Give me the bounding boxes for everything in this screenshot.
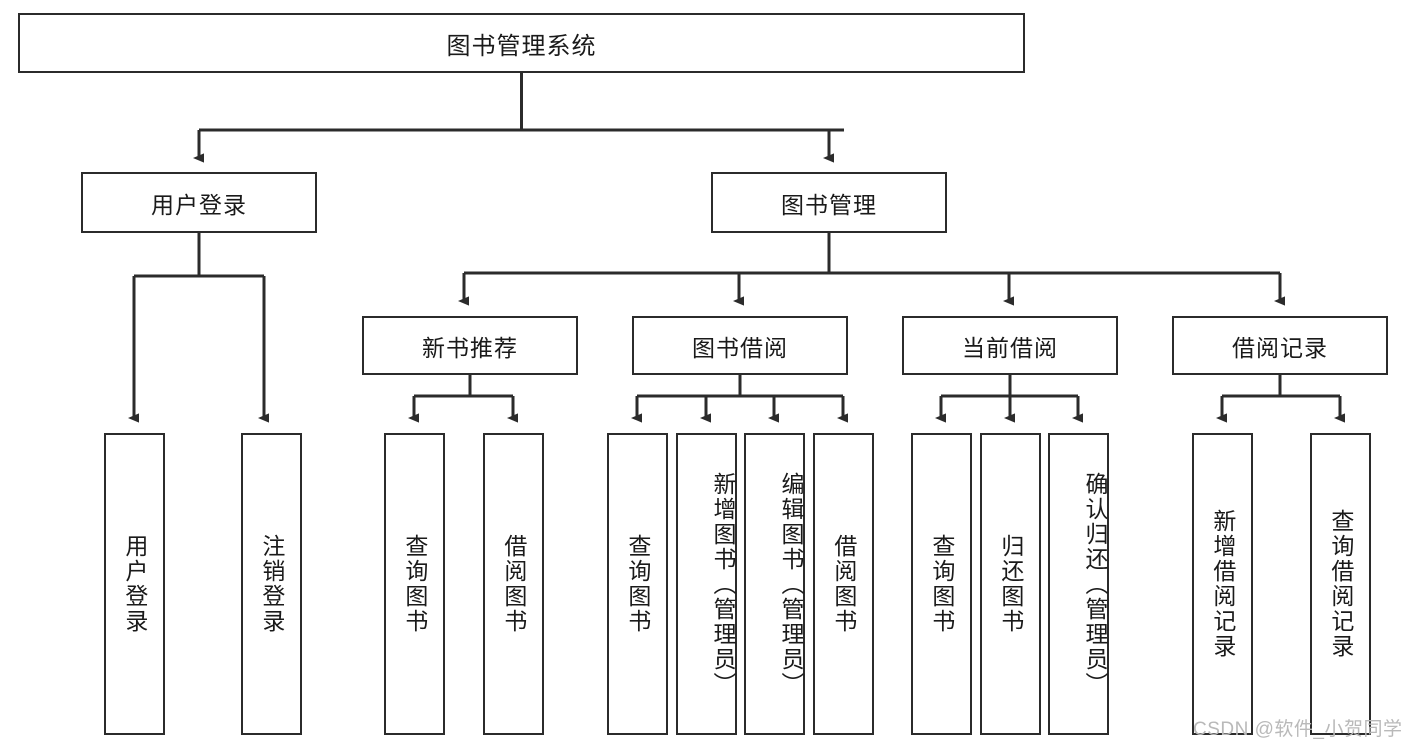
node-label: 借阅图书 xyxy=(500,534,527,634)
node-leaf-query-book-1[interactable]: 查询图书 xyxy=(384,433,445,735)
node-user-login[interactable]: 用户登录 xyxy=(81,172,317,233)
node-label: 编辑图书（管理员） xyxy=(778,471,804,697)
node-label: 查询图书 xyxy=(928,534,955,634)
node-leaf-add-book[interactable]: 新增图书（管理员） xyxy=(676,433,737,735)
node-book-manage[interactable]: 图书管理 xyxy=(711,172,947,233)
node-label: 归还图书 xyxy=(997,534,1024,634)
node-current-borrow[interactable]: 当前借阅 xyxy=(902,316,1118,375)
node-new-book-recommend[interactable]: 新书推荐 xyxy=(362,316,578,375)
node-label: 图书借阅 xyxy=(692,334,788,361)
node-leaf-borrow-book-1[interactable]: 借阅图书 xyxy=(483,433,544,735)
node-label: 查询借阅记录 xyxy=(1327,509,1354,659)
node-leaf-user-login[interactable]: 用户登录 xyxy=(104,433,165,735)
node-leaf-query-record[interactable]: 查询借阅记录 xyxy=(1310,433,1371,735)
node-root-system[interactable]: 图书管理系统 xyxy=(18,13,1025,73)
node-leaf-return-book[interactable]: 归还图书 xyxy=(980,433,1041,735)
node-leaf-edit-book[interactable]: 编辑图书（管理员） xyxy=(744,433,805,735)
node-leaf-add-record[interactable]: 新增借阅记录 xyxy=(1192,433,1253,735)
node-label: 图书管理系统 xyxy=(446,32,597,60)
node-label: 新增图书（管理员） xyxy=(710,471,736,697)
node-label: 当前借阅 xyxy=(962,334,1058,361)
node-leaf-query-book-2[interactable]: 查询图书 xyxy=(607,433,668,735)
node-label: 新书推荐 xyxy=(422,334,518,361)
node-label: 借阅记录 xyxy=(1232,334,1328,361)
csdn-watermark: CSDN @软件_小贺同学 xyxy=(1193,714,1402,741)
node-label: 查询图书 xyxy=(624,534,651,634)
node-label: 确认归还（管理员） xyxy=(1082,471,1108,697)
node-label: 用户登录 xyxy=(121,534,148,634)
node-label: 新增借阅记录 xyxy=(1209,509,1236,659)
node-leaf-user-logout[interactable]: 注销登录 xyxy=(241,433,302,735)
node-label: 用户登录 xyxy=(151,191,247,218)
node-label: 注销登录 xyxy=(258,534,285,634)
node-label: 查询图书 xyxy=(401,534,428,634)
node-leaf-borrow-book-2[interactable]: 借阅图书 xyxy=(813,433,874,735)
watermark-text: CSDN @软件_小贺同学 xyxy=(1193,719,1403,740)
node-label: 借阅图书 xyxy=(830,534,857,634)
node-borrow-record[interactable]: 借阅记录 xyxy=(1172,316,1388,375)
node-leaf-confirm-return[interactable]: 确认归还（管理员） xyxy=(1048,433,1109,735)
node-leaf-query-book-3[interactable]: 查询图书 xyxy=(911,433,972,735)
node-book-borrow[interactable]: 图书借阅 xyxy=(632,316,848,375)
node-label: 图书管理 xyxy=(781,191,877,218)
